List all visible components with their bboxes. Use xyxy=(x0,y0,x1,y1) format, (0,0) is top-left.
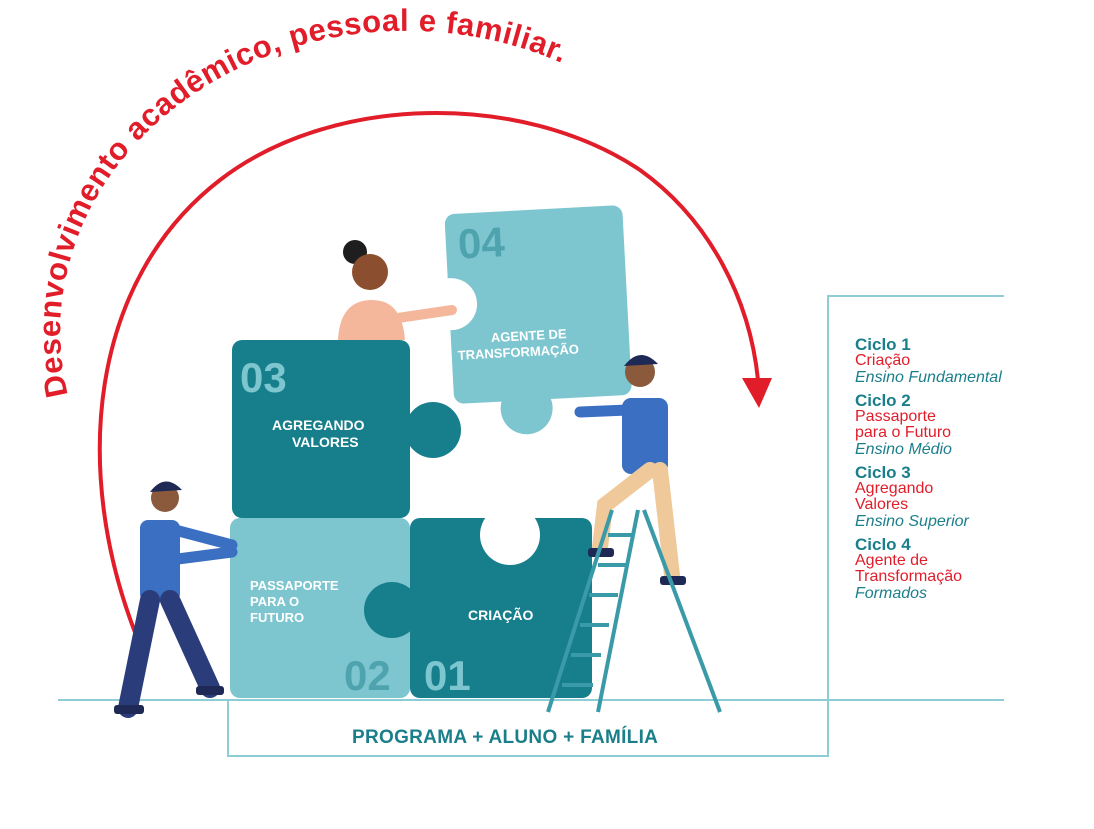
puzzle-piece-02: 02 PASSAPORTE PARA O FUTURO xyxy=(230,486,410,699)
legend-cycle-3: Ciclo 3 Agregando Valores Ensino Superio… xyxy=(855,464,1055,530)
cycle-1-level: Ensino Fundamental xyxy=(855,369,1002,386)
puzzle-piece-01: 01 CRIAÇÃO xyxy=(364,505,592,699)
cycle-4-name-line-2: Transformação xyxy=(855,568,962,585)
cycle-1-title: Ciclo 1 xyxy=(855,335,911,354)
cycle-4-level: Formados xyxy=(855,585,928,602)
piece-02-label-line-2: PARA O xyxy=(250,594,299,609)
piece-02-label-line-1: PASSAPORTE xyxy=(250,578,339,593)
cycle-3-level: Ensino Superior xyxy=(855,513,969,530)
piece-04-label-line-2: TRANSFORMAÇÃO xyxy=(457,341,579,362)
cycle-4-title: Ciclo 4 xyxy=(855,535,911,554)
cycle-2-title: Ciclo 2 xyxy=(855,391,911,410)
piece-01-number: 01 xyxy=(424,652,471,699)
cycle-2-name-line-2: para o Futuro xyxy=(855,424,952,441)
cycle-3-name-line-2: Valores xyxy=(855,496,909,513)
puzzle-piece-04: 04 AGENTE DE TRANSFORMAÇÃO xyxy=(425,205,632,435)
legend-cycle-1: Ciclo 1 Criação Ensino Fundamental xyxy=(855,336,1055,386)
footer-title: PROGRAMA + ALUNO + FAMÍLIA xyxy=(352,727,659,748)
cycle-2-level: Ensino Médio xyxy=(855,441,952,458)
cycle-3-name-line-1: Agregando xyxy=(855,480,934,497)
arc-arrowhead xyxy=(742,378,772,408)
piece-03-label-line-1: AGREGANDO xyxy=(272,417,365,433)
piece-03-label-line-2: VALORES xyxy=(292,434,359,450)
piece-02-number: 02 xyxy=(344,652,391,699)
person-top-illustration xyxy=(338,240,457,340)
person-ladder-illustration xyxy=(574,354,686,585)
person-pushing-illustration xyxy=(114,481,238,718)
legend-cycle-2: Ciclo 2 Passaporte para o Futuro Ensino … xyxy=(855,392,1055,458)
puzzle-piece-03: 03 AGREGANDO VALORES xyxy=(232,340,461,518)
cycles-legend: Ciclo 1 Criação Ensino Fundamental Ciclo… xyxy=(855,336,1055,608)
progress-arc xyxy=(97,111,760,641)
piece-03-number: 03 xyxy=(240,354,287,401)
piece-04-label-line-1: AGENTE DE xyxy=(490,326,567,345)
piece-04-number: 04 xyxy=(457,218,507,267)
cycle-3-title: Ciclo 3 xyxy=(855,463,911,482)
cycle-2-name-line-1: Passaporte xyxy=(855,408,936,425)
piece-02-label-line-3: FUTURO xyxy=(250,610,304,625)
ladder-illustration xyxy=(546,509,722,713)
legend-cycle-4: Ciclo 4 Agente de Transformação Formados xyxy=(855,536,1055,602)
cycle-1-name: Criação xyxy=(855,352,911,369)
piece-01-label: CRIAÇÃO xyxy=(468,606,533,623)
cycle-4-name-line-1: Agente de xyxy=(855,552,928,569)
legend-frame xyxy=(227,295,1004,757)
